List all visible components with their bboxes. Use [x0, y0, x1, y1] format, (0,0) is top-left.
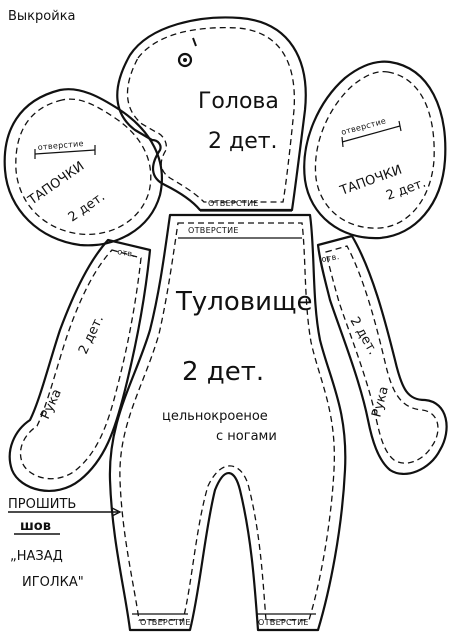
sewing-instruction: ПРОШИТЬ шов „НАЗАД ИГОЛКА": [8, 497, 122, 590]
instruction-line4: ИГОЛКА": [22, 575, 84, 590]
torso-note-line1: цельнокроеное: [162, 409, 268, 424]
leg-left-hole: ОТВЕРСТИЕ: [140, 618, 191, 627]
slipper-left-count: 2 дет.: [66, 189, 108, 225]
slipper-left-hole: отверстие: [37, 139, 84, 152]
pattern-title: Выкройка: [8, 9, 76, 24]
torso-piece: ОТВЕРСТИЕ Туловище 2 дет. цельнокроеное …: [108, 213, 347, 632]
leg-right-hole: ОТВЕРСТИЕ: [258, 618, 309, 627]
neck-hole-label: ОТВЕРСТИЕ: [208, 199, 259, 208]
torso-note-line2: с ногами: [216, 429, 277, 444]
head-count: 2 дет.: [208, 129, 278, 154]
slipper-left-piece: отверстие ТАПОЧКИ 2 дет.: [3, 88, 163, 247]
eye-mark: [177, 52, 193, 68]
torso-count: 2 дет.: [182, 357, 264, 387]
arm-left-hole: отв.: [117, 247, 136, 259]
slipper-right-hole: отверстие: [340, 116, 387, 137]
instruction-line1: ПРОШИТЬ: [8, 497, 76, 512]
arm-right-name: Рука: [369, 385, 392, 419]
arm-left-name: Рука: [38, 387, 65, 422]
instruction-line3: „НАЗАД: [10, 549, 63, 564]
torso-neck-hole: ОТВЕРСТИЕ: [188, 226, 239, 235]
arm-right-hole: отв.: [321, 252, 340, 264]
arm-left-count: 2 дет.: [76, 313, 107, 357]
arm-left-piece: отв. 2 дет. Рука: [8, 238, 152, 492]
slipper-left-name: ТАПОЧКИ: [25, 159, 87, 209]
arm-right-piece: отв. 2 дет. Рука: [316, 234, 448, 475]
instruction-line2: шов: [20, 519, 51, 534]
torso-label: Туловище: [175, 287, 313, 317]
slipper-right-piece: отверстие ТАПОЧКИ 2 дет.: [303, 60, 447, 240]
head-label: Голова: [198, 89, 279, 114]
head-piece: Голова 2 дет.: [116, 16, 307, 212]
